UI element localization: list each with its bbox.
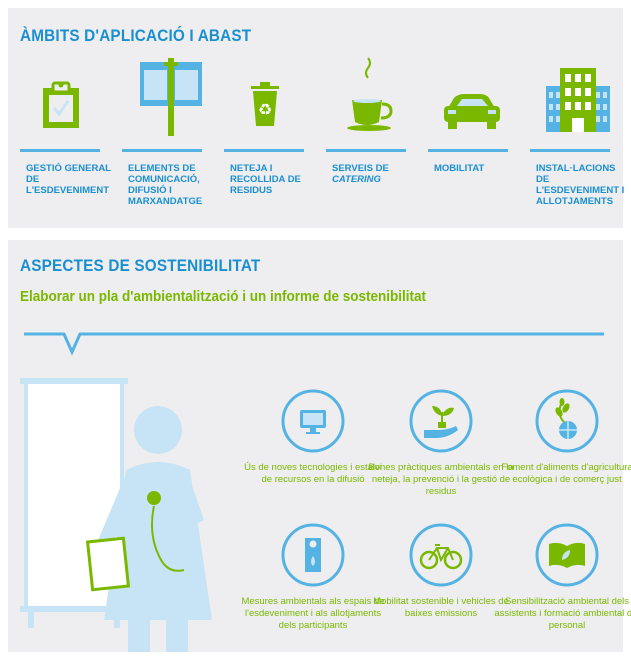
scope-label: ELEMENTS DE COMUNICACIÓ, DIFUSIÓ I MARXA… (128, 163, 203, 207)
sustainability-title: ASPECTES DE SOSTENIBILITAT (20, 256, 261, 275)
sustainability-panel: ASPECTES DE SOSTENIBILITAT Elaborar un p… (8, 240, 631, 652)
scope-label: NETEJA I RECOLLIDA DE RESIDUS (230, 163, 301, 196)
presenter-illustration (20, 378, 212, 652)
sust-label: Sensibilització ambiental dels assistent… (494, 596, 631, 631)
scope-divider (20, 149, 100, 152)
sust-item-awareness: Sensibilització ambiental dels assistent… (494, 522, 631, 642)
scope-divider (530, 149, 610, 152)
scope-item-communication: ELEMENTS DE COMUNICACIÓ, DIFUSIÓ I MARXA… (112, 48, 212, 223)
scope-title: ÀMBITS D'APLICACIÓ I ABAST (20, 26, 252, 45)
scope-label: INSTAL·LACIONS DE L'ESDEVENIMENT I ALLOT… (536, 163, 625, 207)
scope-divider (224, 149, 304, 152)
sust-item-cleaning: Bones pràctiques ambientals en la neteja… (368, 388, 514, 508)
scope-label: MOBILITAT (434, 163, 485, 174)
recycle-bin-icon: ♻ (251, 82, 279, 126)
door-hanger-icon (281, 523, 345, 587)
coffee-cup-icon (347, 57, 393, 131)
scope-divider (428, 149, 508, 152)
signboard-icon (140, 58, 202, 136)
scope-label: GESTIÓ GENERAL DE L'ESDEVENIMENT (26, 163, 111, 196)
buildings-icon (546, 68, 610, 132)
sust-item-spaces: Mesures ambientals als espais de l'esdev… (240, 522, 385, 642)
scope-item-management: GESTIÓ GENERAL DE L'ESDEVENIMENT (10, 48, 111, 223)
hand-plant-icon (409, 389, 473, 453)
sust-label: Foment d'aliments d'agricultura ecològic… (501, 462, 631, 485)
sust-label: Mobilitat sostenible i vehicles de baixe… (373, 596, 509, 619)
sust-label: Bones pràctiques ambientals en la neteja… (368, 462, 514, 497)
scope-divider (122, 149, 202, 152)
sust-item-mobility: Mobilitat sostenible i vehicles de baixe… (368, 522, 509, 642)
sust-item-technology: Ús de noves tecnologies i estalvi de rec… (240, 388, 382, 508)
monitor-icon (281, 389, 345, 453)
open-book-icon (535, 523, 599, 587)
sust-label: Ús de noves tecnologies i estalvi de rec… (244, 462, 382, 485)
woman-figure-icon (85, 406, 212, 652)
sustainability-subtitle: Elaborar un pla d'ambientalització i un … (20, 288, 427, 305)
clipboard-check-icon (43, 81, 79, 128)
globe-sprout-icon (535, 389, 599, 453)
sust-label: Mesures ambientals als espais de l'esdev… (241, 596, 385, 631)
svg-text:♻: ♻ (258, 100, 272, 119)
scope-item-facilities: INSTAL·LACIONS DE L'ESDEVENIMENT I ALLOT… (520, 48, 624, 223)
scope-item-mobility: MOBILITAT (418, 48, 518, 223)
callout-line (24, 332, 604, 356)
scope-item-cleaning: ♻ NETEJA I RECOLLIDA DE RESIDUS (214, 48, 314, 223)
bicycle-icon (409, 523, 473, 587)
sust-item-food: Foment d'aliments d'agricultura ecològic… (494, 388, 631, 508)
scope-divider (326, 149, 406, 152)
car-icon (444, 94, 500, 129)
scope-panel: ÀMBITS D'APLICACIÓ I ABAST GESTIÓ GENERA… (8, 8, 624, 228)
